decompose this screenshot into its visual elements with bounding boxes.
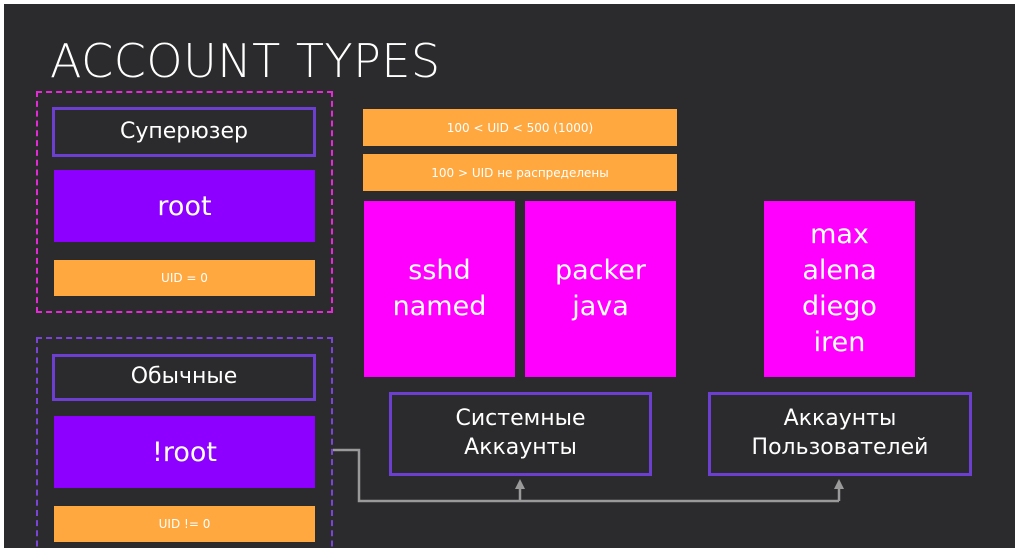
root-box: root [54,170,315,242]
reserved-uid-range-bar: 100 > UID не распределены [363,154,677,191]
user-accounts-label: Аккаунты Пользователей [708,392,972,476]
superuser-group [36,91,333,313]
superuser-uid-bar: UID = 0 [54,260,315,296]
regular-group [36,337,333,548]
system-accounts-group-2: packer java [525,201,676,377]
user-accounts-group: max alena diego iren [764,201,915,377]
system-uid-range-bar: 100 < UID < 500 (1000) [363,109,677,146]
regular-header: Обычные [52,354,316,401]
slide-title: ACCOUNT TYPES [50,34,441,88]
superuser-header: Суперюзер [52,107,316,157]
not-root-box: !root [54,416,315,488]
system-accounts-label: Системные Аккаунты [389,392,652,476]
connector-root-to-accounts [333,448,839,503]
system-accounts-group-1: sshd named [364,201,515,377]
slide: ACCOUNT TYPES Суперюзер root UID = 0 Обы… [4,4,1015,548]
connector-lines [333,448,844,503]
regular-uid-bar: UID != 0 [54,506,315,542]
